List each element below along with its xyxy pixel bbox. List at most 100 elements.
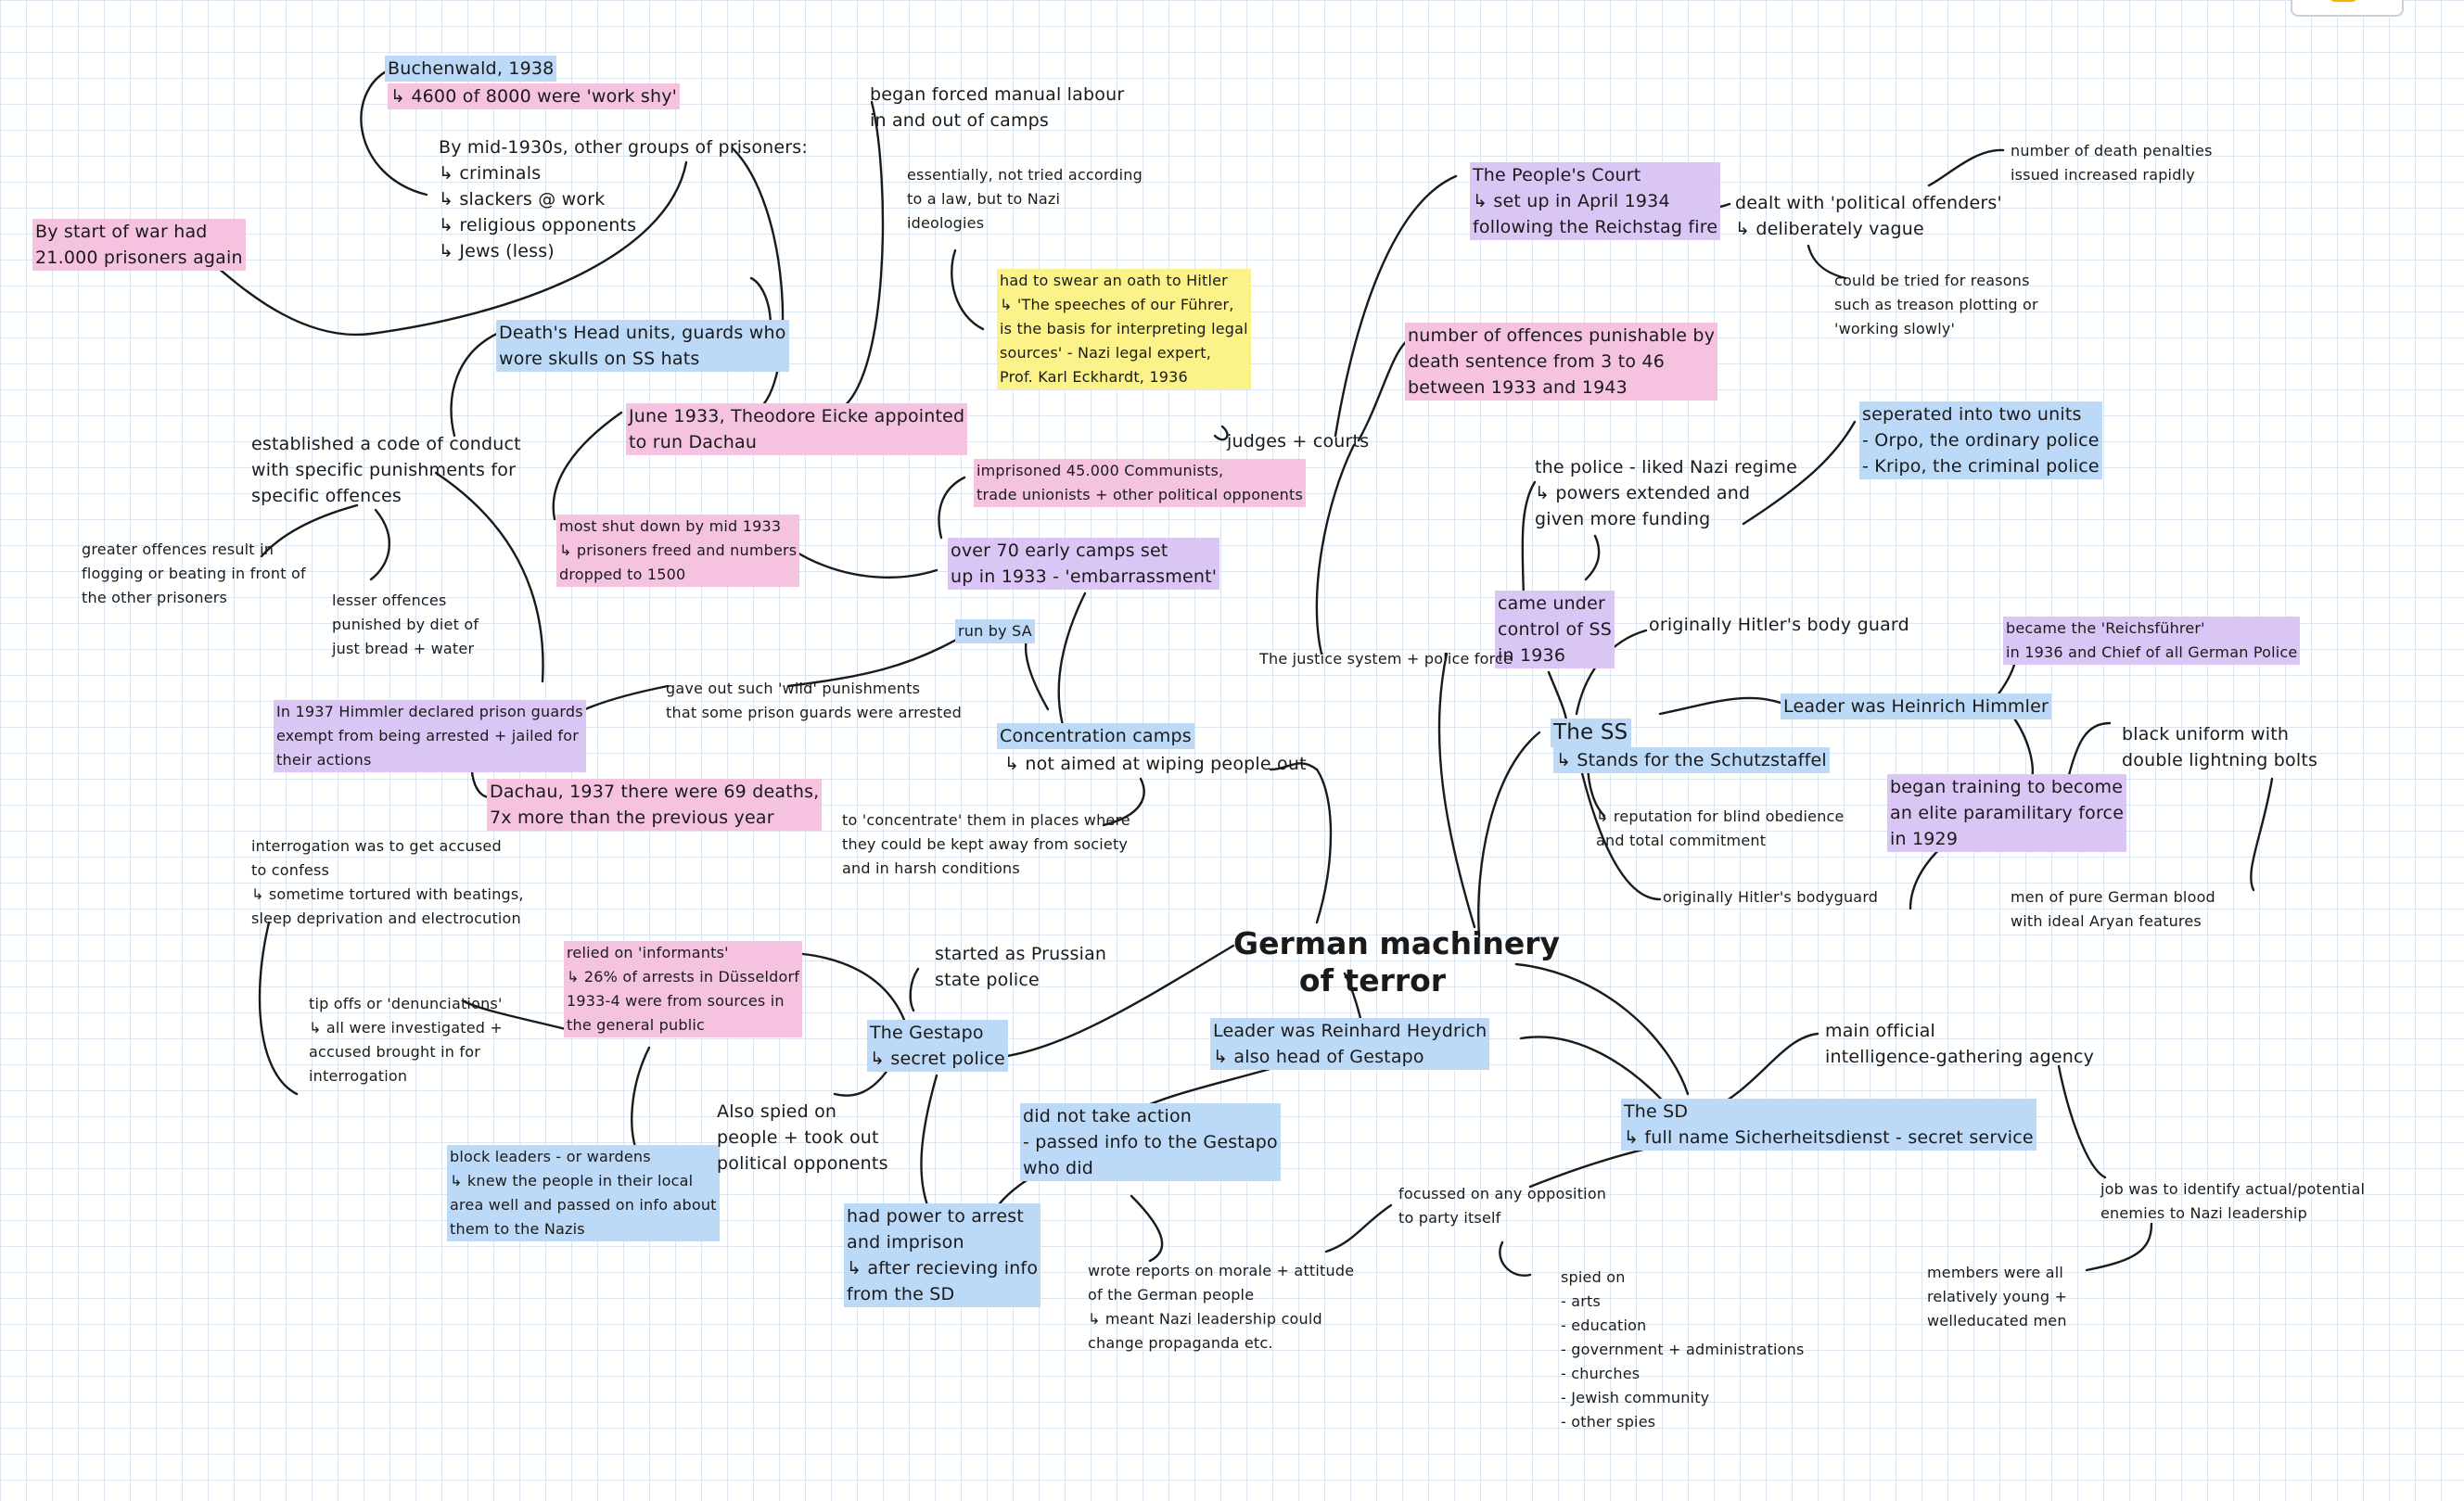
node-text: began training to become bbox=[1887, 777, 2126, 797]
node-text: ↳ deliberately vague bbox=[1735, 219, 1924, 239]
node-line: welleducated men bbox=[1924, 1309, 2070, 1333]
link-focussed-spied bbox=[1499, 1240, 1532, 1277]
node-line: up in 1933 - 'embarrassment' bbox=[948, 564, 1220, 590]
node-line: originally Hitler's body guard bbox=[1646, 612, 1912, 638]
node-line: number of death penalties bbox=[2008, 139, 2215, 163]
node-text: did not take action bbox=[1023, 1106, 1193, 1126]
node-line: wore skulls on SS hats bbox=[496, 346, 789, 372]
node-reichsfuhrer: became the 'Reichsführer'in 1936 and Chi… bbox=[2003, 617, 2301, 665]
node-line: ↳ Jews (less) bbox=[436, 238, 811, 264]
node-text: ↳ all were investigated + bbox=[309, 1019, 504, 1037]
node-line: By start of war had bbox=[32, 219, 246, 245]
node-text: - education bbox=[1561, 1317, 1647, 1334]
link-focussed-reports bbox=[1324, 1203, 1393, 1253]
node-text: established a code of conduct bbox=[251, 434, 521, 454]
node-text: exempt from being arrested + jailed for bbox=[274, 727, 582, 744]
node-ss-sub: ↳ Stands for the Schutzstaffel bbox=[1553, 747, 1830, 773]
node-text: wrote reports on morale + attitude bbox=[1088, 1262, 1355, 1279]
node-text: The Gestapo bbox=[867, 1023, 987, 1043]
node-line: did not take action bbox=[1020, 1103, 1281, 1129]
node-text: and total commitment bbox=[1596, 832, 1767, 849]
node-line: wrote reports on morale + attitude bbox=[1085, 1259, 1357, 1283]
node-concentrate: to 'concentrate' them in places where the… bbox=[839, 808, 1133, 881]
node-line: people + took out bbox=[714, 1125, 891, 1151]
node-line: ↳ 'The speeches of our Führer, bbox=[997, 293, 1251, 317]
node-text: Death's Head units, guards who bbox=[496, 323, 789, 343]
node-line: ↳ sometime tortured with beatings, bbox=[249, 883, 527, 907]
node-text: of the German people bbox=[1088, 1286, 1255, 1304]
node-separated: seperated into two units- Orpo, the ordi… bbox=[1859, 401, 2102, 479]
node-text: run by SA bbox=[955, 622, 1035, 640]
node-line: Buchenwald, 1938 bbox=[385, 56, 557, 82]
node-text: to confess bbox=[251, 861, 330, 879]
node-line: interrogation bbox=[306, 1064, 505, 1088]
node-the-sd: The SD↳ full name Sicherheitsdienst - se… bbox=[1621, 1099, 2036, 1151]
node-text: relatively young + bbox=[1927, 1288, 2068, 1305]
node-line: - government + administrations bbox=[1558, 1338, 1807, 1362]
node-political-offenders: dealt with 'political offenders'↳ delibe… bbox=[1732, 190, 2005, 242]
node-text: The SS bbox=[1551, 720, 1631, 744]
node-text: By mid-1930s, other groups of prisoners: bbox=[439, 137, 809, 158]
node-text: Prof. Karl Eckhardt, 1936 bbox=[997, 368, 1191, 386]
node-line: in and out of camps bbox=[867, 108, 1127, 134]
node-text: became the 'Reichsführer' bbox=[2003, 619, 2208, 637]
node-line: such as treason plotting or bbox=[1832, 293, 2041, 317]
link-conc-concentrate bbox=[1102, 777, 1145, 827]
node-death-head: Death's Head units, guards who wore skull… bbox=[496, 320, 789, 372]
node-text: control of SS bbox=[1495, 619, 1615, 640]
node-line: ideologies bbox=[904, 211, 1145, 235]
node-dachau-1937: Dachau, 1937 there were 69 deaths,7x mor… bbox=[487, 779, 823, 831]
node-text: ↳ also head of Gestapo bbox=[1210, 1047, 1427, 1067]
node-text: the other prisoners bbox=[82, 589, 228, 606]
node-line: - churches bbox=[1558, 1362, 1807, 1386]
node-text: - Kripo, the criminal police bbox=[1859, 456, 2102, 477]
node-line: had to swear an oath to Hitler bbox=[997, 269, 1251, 293]
node-text: with ideal Aryan features bbox=[2011, 912, 2202, 930]
node-text: The People's Court bbox=[1470, 165, 1644, 185]
node-line: they could be kept away from society bbox=[839, 833, 1133, 857]
node-line: The Gestapo bbox=[867, 1020, 1008, 1046]
node-line: to party itself bbox=[1396, 1206, 1609, 1230]
link-gestapo-arrest bbox=[920, 1074, 938, 1207]
node-line: following the Reichstag fire bbox=[1470, 214, 1721, 240]
link-buchen-other bbox=[360, 68, 428, 197]
node-line: and total commitment bbox=[1593, 829, 1847, 853]
node-line: ↳ religious opponents bbox=[436, 212, 811, 238]
node-text: ↳ reputation for blind obedience bbox=[1596, 808, 1845, 825]
node-text: to 'concentrate' them in places where bbox=[842, 811, 1130, 829]
node-text: and in harsh conditions bbox=[842, 859, 1020, 877]
node-line: - education bbox=[1558, 1314, 1807, 1338]
node-line: ↳ reputation for blind obedience bbox=[1593, 805, 1847, 829]
node-text: ↳ set up in April 1934 bbox=[1470, 191, 1673, 211]
node-text: the general public bbox=[564, 1016, 708, 1034]
node-line: black uniform with bbox=[2119, 721, 2320, 747]
node-text: intelligence-gathering agency bbox=[1825, 1047, 2095, 1067]
node-line: The SD bbox=[1621, 1099, 2036, 1125]
node-text: essentially, not tried according bbox=[907, 166, 1143, 184]
link-conc-earlycamps bbox=[1057, 591, 1087, 739]
node-main-agency: main official intelligence-gathering agen… bbox=[1822, 1018, 2097, 1070]
node-text: number of death penalties bbox=[2011, 142, 2213, 159]
node-concentration: Concentration camps bbox=[997, 723, 1194, 749]
node-hitler-bg-low: originally Hitler's bodyguard bbox=[1660, 885, 1881, 910]
node-line: - arts bbox=[1558, 1290, 1807, 1314]
node-line: ↳ 26% of arrests in Düsseldorf bbox=[564, 965, 803, 989]
node-shut-down: most shut down by mid 1933↳ prisoners fr… bbox=[556, 515, 800, 587]
node-text: had power to arrest bbox=[847, 1206, 1025, 1227]
link-informants-block bbox=[631, 1046, 651, 1161]
node-text: The justice system + police force bbox=[1259, 650, 1513, 668]
node-line: sleep deprivation and electrocution bbox=[249, 907, 527, 931]
link-eicke-forced bbox=[833, 100, 885, 414]
node-text: ↳ 26% of arrests in Düsseldorf bbox=[564, 968, 803, 986]
node-text: ↳ sometime tortured with beatings, bbox=[251, 885, 524, 903]
node-text: area well and passed on info about bbox=[450, 1196, 717, 1214]
node-line: the other prisoners bbox=[79, 586, 309, 610]
node-text: main official bbox=[1825, 1021, 1936, 1041]
